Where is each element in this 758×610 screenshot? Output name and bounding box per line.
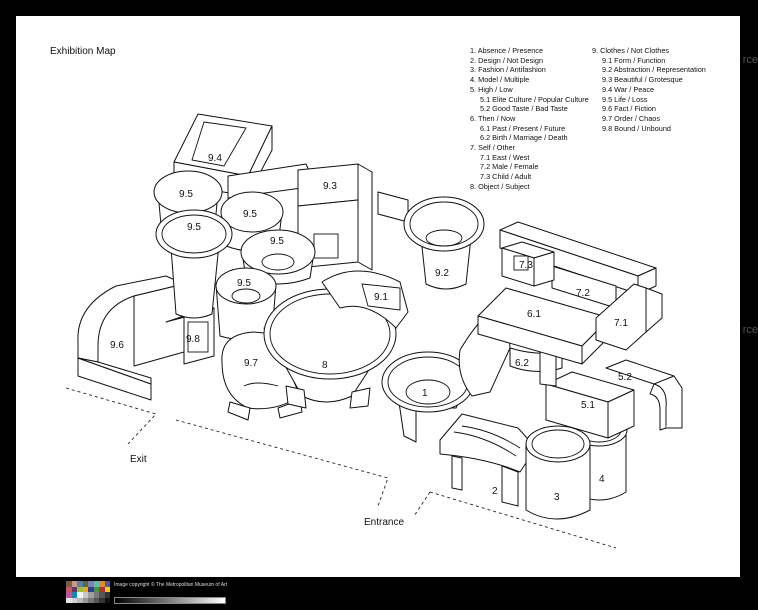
map-title: Exhibition Map (50, 46, 116, 57)
legend-item: 9.1 Form / Function (602, 55, 666, 65)
legend-item: 2. Design / Not Design (470, 55, 544, 65)
zone-9-1[interactable]: 9.1 (321, 270, 409, 329)
zone-9-2[interactable]: 9.2 (377, 191, 485, 290)
side-watermark-text: rce (742, 54, 758, 66)
zone-3[interactable]: 3 (525, 425, 591, 520)
entrance-label: Entrance (364, 517, 404, 528)
legend-item: 9.4 War / Peace (602, 84, 655, 94)
zone-label-7-1: 7.1 (614, 318, 628, 329)
zone-5-2[interactable]: 5.2 (605, 359, 683, 431)
zone-9-5-e[interactable]: 9.5 (215, 267, 277, 340)
zone-9-6[interactable]: 9.6 (77, 275, 185, 401)
zone-label-7-2: 7.2 (576, 288, 590, 299)
zone-label-9-5-a: 9.5 (179, 189, 193, 200)
legend-item: 7.1 East / West (480, 152, 530, 162)
legend-item: 7. Self / Other (470, 143, 516, 153)
zone-label-9-7: 9.7 (244, 358, 258, 369)
map-sheet: 9.6 9.8 9.4 9.3 (16, 16, 740, 577)
copyright-text: Image copyright © The Metropolitan Museu… (114, 582, 228, 588)
zone-9-4[interactable]: 9.4 (173, 113, 317, 199)
zone-label-1: 1 (422, 388, 428, 399)
side-watermark-text-2: rce (742, 324, 758, 336)
zone-5-1[interactable]: 5.1 (545, 371, 635, 439)
legend-item: 3. Fashion / Antifashion (470, 65, 546, 75)
legend-item: 6. Then / Now (470, 113, 516, 123)
zone-label-9-1: 9.1 (374, 292, 388, 303)
legend-item: 9.2 Abstraction / Representation (602, 65, 706, 75)
entrance-path-lower (413, 491, 617, 549)
zone-7-3[interactable]: 7.3 (501, 241, 555, 287)
zone-label-6-2: 6.2 (515, 358, 529, 369)
zone-label-9-4: 9.4 (208, 153, 222, 164)
zone-label-2: 2 (492, 486, 498, 497)
zone-label-4: 4 (599, 474, 605, 485)
zone-label-3: 3 (554, 492, 560, 503)
zone-label-8: 8 (322, 360, 328, 371)
zone-2[interactable]: 2 (439, 413, 537, 507)
legend-item: 5.2 Good Taste / Bad Taste (480, 104, 568, 114)
zone-label-9-5-e: 9.5 (237, 278, 251, 289)
zone-label-5-1: 5.1 (581, 400, 595, 411)
zone-label-9-8: 9.8 (186, 334, 200, 345)
zone-label-9-5-b: 9.5 (243, 209, 257, 220)
legend-item: 9.5 Life / Loss (602, 94, 648, 104)
legend-item: 6.1 Past / Present / Future (480, 123, 566, 133)
zone-9-5-d[interactable]: 9.5 (240, 229, 316, 285)
exhibition-map: 9.6 9.8 9.4 9.3 (65, 113, 683, 549)
zone-label-9-5-d: 9.5 (270, 236, 284, 247)
legend-item: 9.7 Order / Chaos (602, 113, 660, 123)
zone-label-7-3: 7.3 (519, 260, 533, 271)
zone-8[interactable]: 8 (263, 288, 397, 409)
footer-bar: Image copyright © The Metropolitan Museu… (66, 581, 266, 605)
legend-item: 8. Object / Subject (470, 181, 530, 191)
zone-label-9-6: 9.6 (110, 340, 124, 351)
zone-label-9-3: 9.3 (323, 181, 337, 192)
zone-7-1[interactable]: 7.1 (595, 283, 663, 351)
zone-9-5-c[interactable]: 9.5 (155, 209, 233, 319)
legend-item: 9.8 Bound / Unbound (602, 123, 671, 133)
legend-item: 9.6 Fact / Fiction (602, 104, 656, 114)
legend-item: 7.3 Child / Adult (480, 172, 532, 182)
legend-item: 1. Absence / Presence (470, 46, 544, 55)
legend-item: 9. Clothes / Not Clothes (592, 46, 670, 55)
legend-item: 4. Model / Multiple (470, 75, 530, 85)
zone-label-6-1: 6.1 (527, 309, 541, 320)
legend-item: 5.1 Elite Culture / Popular Culture (480, 94, 589, 104)
legend-item: 5. High / Low (470, 84, 513, 94)
gray-scale-bar (114, 597, 226, 604)
zone-label-9-5-c: 9.5 (187, 222, 201, 233)
legend-item: 9.3 Beautiful / Grotesque (602, 75, 683, 85)
exit-label: Exit (130, 454, 147, 465)
entrance-path-upper (175, 419, 389, 507)
legend-item: 6.2 Birth / Marriage / Death (480, 133, 568, 143)
zone-label-5-2: 5.2 (618, 372, 632, 383)
exit-path-line (65, 387, 157, 445)
zone-label-9-2: 9.2 (435, 268, 449, 279)
color-checker (66, 581, 110, 603)
legend-item: 7.2 Male / Female (480, 162, 539, 172)
